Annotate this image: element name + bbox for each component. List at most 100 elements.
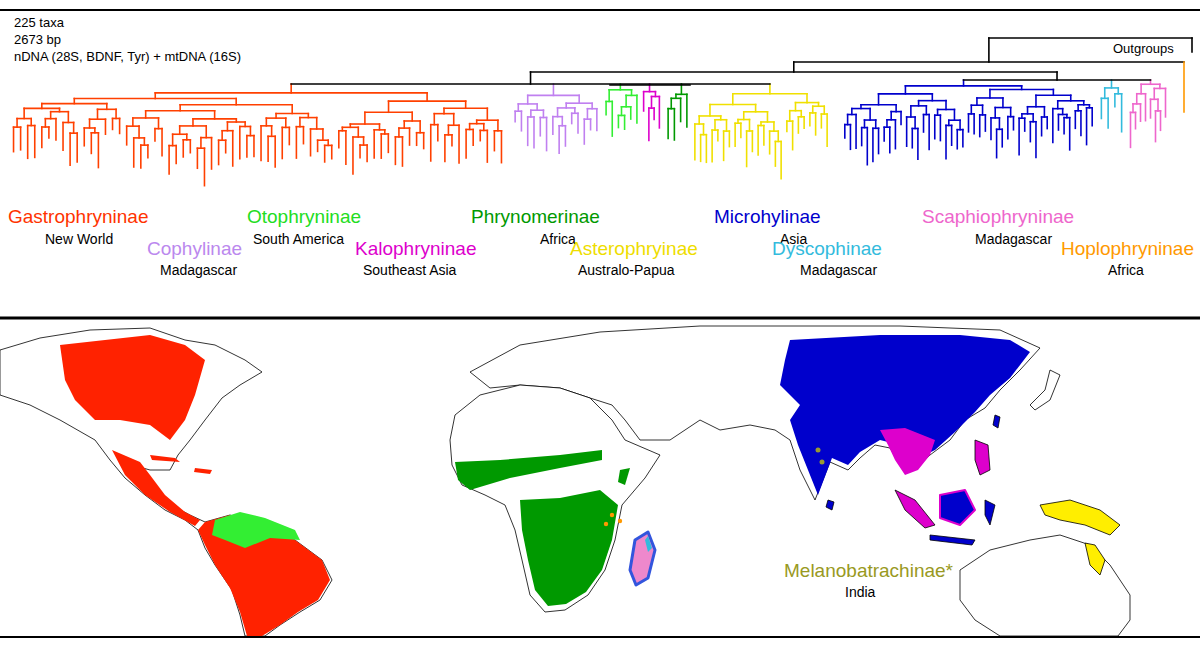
tree-branch xyxy=(472,129,474,145)
tree-branch xyxy=(324,145,326,162)
tree-branch xyxy=(962,130,964,147)
tree-branch xyxy=(73,122,75,133)
tree-branch xyxy=(527,117,529,145)
tree-branch xyxy=(145,111,147,118)
tree-branch xyxy=(221,131,223,141)
tree-branch xyxy=(62,122,64,150)
tree-branch xyxy=(653,108,655,119)
tree-branch xyxy=(1002,98,1004,108)
tree-branch xyxy=(322,129,324,140)
tree-branch xyxy=(266,118,268,126)
tree-branch xyxy=(630,107,632,119)
tree-branch xyxy=(395,137,397,164)
tree-branch xyxy=(883,127,885,141)
panel-rules xyxy=(0,10,1200,637)
tree-branch xyxy=(706,135,708,163)
tree-branch xyxy=(945,125,947,158)
clade-name: Asterophryinae xyxy=(570,238,698,260)
tree-branch xyxy=(932,94,934,101)
region-name: Madagascar xyxy=(975,231,1052,247)
tree-branch xyxy=(179,105,181,111)
tree-branch xyxy=(985,115,987,131)
tree-branch xyxy=(847,115,849,125)
region-name: India xyxy=(845,584,875,600)
tree-branch xyxy=(274,136,276,167)
tree-branch xyxy=(416,133,418,146)
tree-branch xyxy=(574,108,576,113)
tree-branch xyxy=(1135,112,1137,128)
tree-branch xyxy=(763,126,765,145)
tree-branch xyxy=(631,90,633,96)
tree-branch xyxy=(1052,109,1054,143)
note-text: 225 taxa xyxy=(14,16,64,31)
tree-branch xyxy=(1107,98,1109,128)
tree-branch xyxy=(793,62,795,72)
tree-branch xyxy=(423,133,425,149)
tree-branch xyxy=(769,131,771,154)
tree-branch xyxy=(767,112,769,122)
tree-branch xyxy=(643,92,645,111)
tree-branch xyxy=(775,141,777,166)
clade-name: Scaphiophryninae xyxy=(922,206,1074,228)
tree-branch xyxy=(611,101,613,136)
tree-branch xyxy=(112,118,114,129)
tree-branch xyxy=(1136,94,1138,104)
tree-branch xyxy=(621,107,623,116)
tree-branch xyxy=(976,98,978,105)
tree-branch xyxy=(1007,117,1009,139)
tree-branch xyxy=(161,129,163,156)
tree-branch xyxy=(746,131,748,167)
tree-branch xyxy=(133,138,135,167)
tree-branch xyxy=(168,146,170,174)
tree-branch xyxy=(749,120,751,131)
tree-branch xyxy=(826,114,828,146)
tree-branch xyxy=(50,112,52,119)
tree-branch xyxy=(1101,98,1103,118)
tree-branch xyxy=(533,117,535,148)
tree-branch xyxy=(345,131,347,165)
tree-branch xyxy=(872,128,874,161)
tree-branch xyxy=(1165,88,1167,116)
tree-branch xyxy=(1027,107,1029,114)
tree-branch xyxy=(1053,89,1055,95)
tree-branch xyxy=(798,117,800,133)
tree-branch xyxy=(76,133,78,162)
tree-branch xyxy=(773,122,775,131)
tree-branch xyxy=(1075,111,1077,129)
range-region xyxy=(880,428,935,475)
tree-branch xyxy=(636,95,638,123)
tree-branch xyxy=(437,125,439,141)
continent-outline xyxy=(450,385,660,612)
tree-branch xyxy=(583,119,585,144)
tree-branch xyxy=(989,89,991,97)
tree-branch xyxy=(990,118,992,140)
tree-branch xyxy=(521,111,523,131)
tree-branch xyxy=(154,129,156,141)
tree-branch xyxy=(359,145,361,158)
tree-branch xyxy=(971,105,973,114)
tree-branch xyxy=(1157,99,1159,111)
tree-branch xyxy=(1153,88,1155,99)
tree-branch xyxy=(821,114,823,128)
tree-branch xyxy=(530,72,532,84)
tree-branch xyxy=(246,136,248,157)
tree-branch xyxy=(989,37,1192,39)
tree-branch xyxy=(364,112,366,124)
tree-branch xyxy=(855,115,857,149)
tree-branch xyxy=(734,123,736,146)
tree-branch xyxy=(494,131,496,151)
tree-branch xyxy=(815,113,817,135)
tree-branch xyxy=(316,118,318,129)
tree-branch xyxy=(999,118,1001,129)
region-name: Southeast Asia xyxy=(363,262,456,278)
tree-branch xyxy=(954,109,956,120)
tree-branch xyxy=(214,111,216,119)
tree-branch xyxy=(895,105,897,112)
tree-branch xyxy=(267,136,269,161)
clade-name: Microhylinae xyxy=(714,206,821,228)
tree-branch xyxy=(444,135,446,162)
range-region xyxy=(993,415,1000,428)
tree-branch xyxy=(1086,108,1088,145)
clade-name: Cophylinae xyxy=(147,238,242,260)
